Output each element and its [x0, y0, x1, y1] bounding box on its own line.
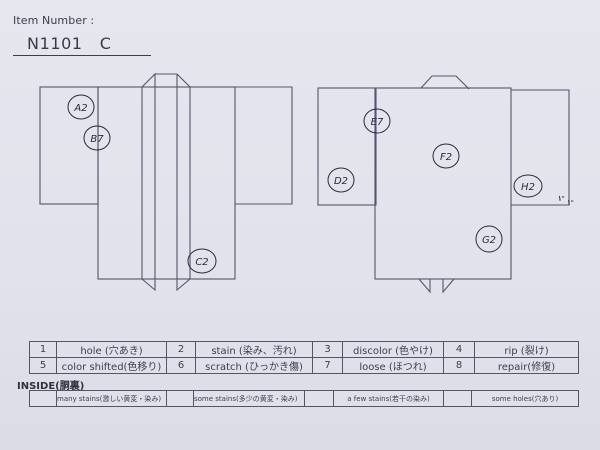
- inside-checkbox-few-stains[interactable]: [304, 390, 334, 407]
- legend-code: 1: [29, 341, 57, 358]
- item-number-underline: [13, 55, 151, 56]
- mark-e7[interactable]: E7: [363, 108, 391, 134]
- front-view: A2 B7 C2: [39, 72, 293, 292]
- legend-code: 7: [312, 357, 343, 374]
- inside-condition-table: many stains(激しい黄変・染み) some stains(多少の黄変・…: [29, 390, 579, 407]
- mark-c2[interactable]: C2: [187, 248, 217, 274]
- inside-checkbox-some-stains[interactable]: [166, 390, 194, 407]
- inside-option-many-stains: many stains(激しい黄変・染み): [56, 390, 167, 407]
- legend-code: 3: [312, 341, 343, 358]
- inside-option-some-holes: some holes(穴あり): [471, 390, 579, 407]
- legend-desc: hole (穴あき): [56, 341, 167, 358]
- svg-text:H2: H2: [521, 182, 535, 193]
- legend-desc: repair(修復): [474, 357, 579, 374]
- legend-row: 1 hole (穴あき) 2 stain (染み、汚れ) 3 discolor …: [29, 341, 579, 358]
- legend-code: 5: [29, 357, 57, 374]
- garment-diagram: A2 B7 C2 E7 F2 D2: [39, 72, 575, 294]
- back-body: [374, 87, 512, 280]
- inside-checkbox-many-stains[interactable]: [29, 390, 57, 407]
- svg-text:B7: B7: [90, 134, 104, 145]
- back-collar: [420, 75, 470, 90]
- legend-code: 2: [166, 341, 196, 358]
- front-collar-left: [141, 72, 156, 292]
- front-body: [97, 86, 236, 280]
- mark-b7[interactable]: B7: [83, 125, 111, 151]
- front-right-sleeve: [235, 86, 293, 205]
- item-number-label: Item Number :: [13, 14, 95, 27]
- front-left-sleeve: [39, 86, 99, 205]
- back-left-sleeve: [317, 87, 377, 206]
- svg-text:G2: G2: [482, 235, 496, 246]
- mark-f2[interactable]: F2: [432, 143, 460, 169]
- mark-a2[interactable]: A2: [67, 94, 95, 120]
- item-number-value: N1101 C: [27, 34, 112, 53]
- back-tab-right: [442, 278, 455, 294]
- legend-desc: stain (染み、汚れ): [195, 341, 313, 358]
- mark-h2[interactable]: H2: [513, 174, 543, 198]
- svg-text:C2: C2: [195, 257, 208, 268]
- svg-text:A2: A2: [73, 103, 87, 114]
- inside-label: INSIDE(胴裏): [17, 381, 85, 392]
- back-tab-left: [418, 278, 431, 294]
- inside-option-few-stains: a few stains(若干の染み): [333, 390, 444, 407]
- legend-code: 6: [166, 357, 196, 374]
- handwritten-note: ヾヾ: [552, 192, 575, 210]
- front-collar-right: [176, 73, 191, 292]
- svg-text:D2: D2: [334, 176, 348, 187]
- mark-g2[interactable]: G2: [475, 225, 503, 253]
- mark-d2[interactable]: D2: [327, 167, 355, 193]
- legend-desc: rip (裂け): [474, 341, 579, 358]
- damage-legend-table: 1 hole (穴あき) 2 stain (染み、汚れ) 3 discolor …: [29, 341, 579, 374]
- legend-code: 4: [443, 341, 475, 358]
- inside-option-some-stains: some stains(多少の黄変・染み): [193, 390, 305, 407]
- legend-desc: scratch (ひっかき傷): [195, 357, 313, 374]
- back-right-sleeve: [511, 89, 570, 206]
- svg-text:F2: F2: [440, 152, 452, 163]
- back-view: E7 F2 D2 H2 G2 ヾヾ: [317, 75, 575, 294]
- inside-checkbox-some-holes[interactable]: [443, 390, 472, 407]
- inside-row: many stains(激しい黄変・染み) some stains(多少の黄変・…: [29, 390, 579, 407]
- legend-desc: loose (ほつれ): [342, 357, 444, 374]
- legend-desc: color shifted(色移り): [56, 357, 167, 374]
- legend-desc: discolor (色やけ): [342, 341, 444, 358]
- legend-row: 5 color shifted(色移り) 6 scratch (ひっかき傷) 7…: [29, 357, 579, 374]
- svg-text:E7: E7: [371, 117, 384, 128]
- legend-code: 8: [443, 357, 475, 374]
